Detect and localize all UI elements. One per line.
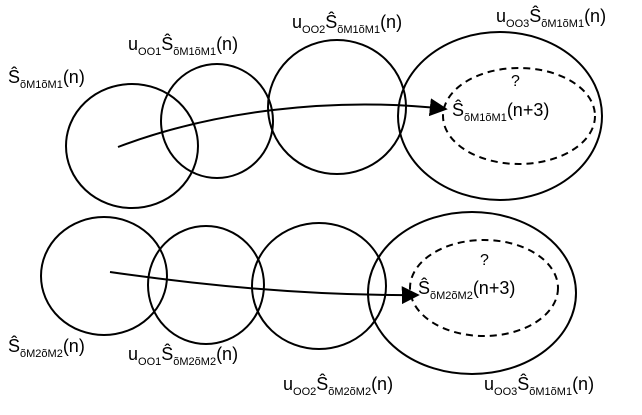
top-label-uoo1: uOO1ŜõM1õM1(n)	[128, 33, 238, 58]
bottom-label-uoo3: uOO3ŜõM1õM1(n)	[484, 373, 594, 398]
bottom-label-s-n: ŜõM2õM2(n)	[8, 335, 85, 360]
top-set-oo3	[397, 31, 603, 201]
top-label-uoo2: uOO2ŜõM1õM1(n)	[292, 11, 402, 36]
top-prediction-label: ŜõM1õM1(n+3)	[452, 99, 549, 124]
bottom-label-uoo2: uOO2ŜõM2õM2(n)	[283, 373, 393, 398]
top-set-oo2	[267, 39, 407, 175]
bottom-set-n	[40, 216, 168, 336]
bottom-trajectory-arrow	[109, 271, 420, 305]
top-question-mark: ?	[511, 73, 520, 90]
bottom-row: ŜõM2õM2(n) uOO1ŜõM2õM2(n) uOO2ŜõM2õM2(n)…	[8, 211, 594, 398]
bottom-prediction-label: ŜõM2õM2(n+3)	[418, 277, 515, 302]
top-set-oo1	[160, 63, 274, 179]
bottom-set-oo1	[147, 225, 265, 345]
top-row: ŜõM1õM1(n) uOO1ŜõM1õM1(n) uOO2ŜõM1õM1(n)…	[8, 5, 606, 209]
bottom-set-oo2	[251, 222, 387, 350]
top-label-uoo3: uOO3ŜõM1õM1(n)	[496, 5, 606, 30]
top-trajectory-arrow	[117, 98, 448, 148]
bottom-question-mark: ?	[480, 252, 489, 269]
bottom-set-oo3	[367, 211, 577, 375]
top-label-s-n: ŜõM1õM1(n)	[8, 66, 85, 91]
top-set-n	[65, 83, 199, 209]
bottom-label-uoo1: uOO1ŜõM2õM2(n)	[128, 343, 238, 368]
